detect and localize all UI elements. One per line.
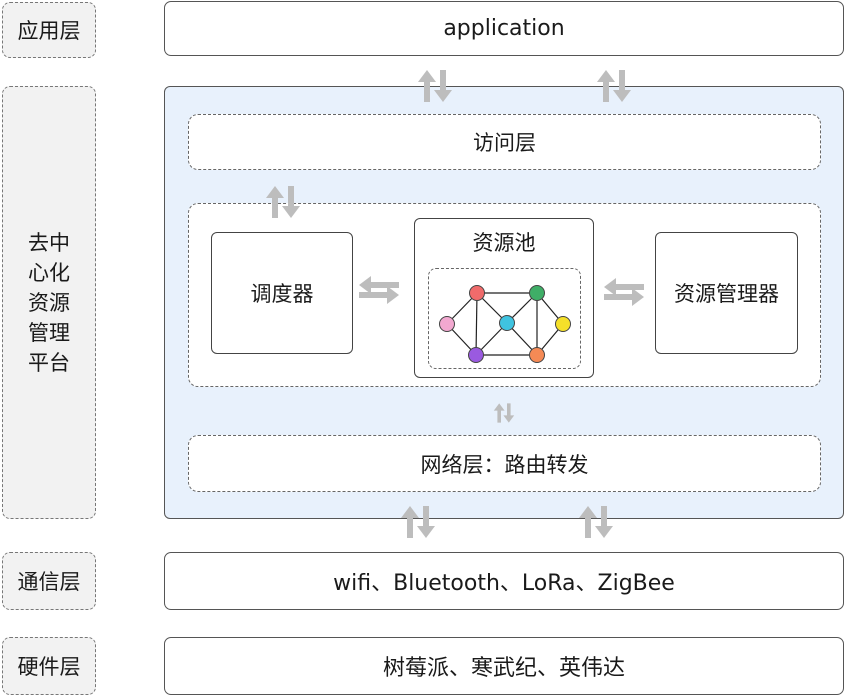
resource-graph	[439, 285, 571, 363]
app-to-platform-arrow-right-icon	[597, 70, 631, 102]
graph-node-n3	[439, 316, 455, 332]
access-layer-box: 访问层	[188, 114, 821, 170]
graph-node-n6	[468, 347, 484, 363]
graph-node-n4	[499, 315, 515, 331]
platform-to-comm-arrow-left-icon	[401, 506, 435, 538]
pool-to-manager-arrow-icon	[604, 278, 644, 306]
side-label-application-layer: 应用层	[2, 2, 96, 58]
communication-box: wifi、Bluetooth、LoRa、ZigBee	[164, 552, 844, 610]
scheduler-box: 调度器	[211, 232, 353, 354]
graph-edge-n1-n6	[475, 292, 478, 356]
application-box: application	[164, 1, 844, 56]
access-to-scheduler-arrow-icon	[266, 186, 300, 218]
platform-to-comm-arrow-right-icon	[579, 506, 613, 538]
side-label-platform-line-5: 平台	[28, 350, 70, 375]
network-layer-box: 网络层：路由转发	[188, 435, 821, 492]
resource-manager-box: 资源管理器	[655, 232, 798, 354]
graph-node-n2	[529, 285, 545, 301]
graph-nodes	[439, 285, 571, 363]
resource-pool-title: 资源池	[472, 231, 536, 255]
graph-node-n1	[469, 285, 485, 301]
side-label-platform-line-3: 资源	[28, 290, 70, 315]
graph-node-n7	[529, 347, 545, 363]
scheduler-to-pool-arrow-icon	[359, 276, 399, 304]
side-label-hardware-layer: 硬件层	[2, 637, 96, 695]
hardware-box: 树莓派、寒武纪、英伟达	[164, 637, 844, 695]
side-label-platform-line-1: 去中	[28, 230, 70, 255]
app-to-platform-arrow-left-icon	[418, 70, 452, 102]
side-label-platform-line-4: 管理	[28, 320, 70, 345]
resource-graph-box	[428, 268, 581, 369]
side-label-platform: 去中 心化 资源 管理 平台	[2, 86, 96, 519]
side-label-platform-line-2: 心化	[28, 260, 70, 285]
graph-node-n5	[555, 316, 571, 332]
side-label-communication-layer: 通信层	[2, 552, 96, 610]
core-to-network-arrow-icon	[493, 403, 515, 423]
